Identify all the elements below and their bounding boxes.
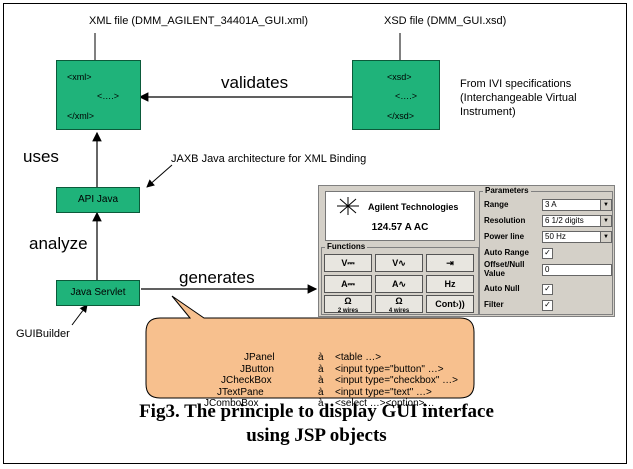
html-tag: <input type="checkbox" …>: [335, 375, 459, 386]
xml-open-tag: <xml>: [67, 72, 92, 82]
resolution-label: Resolution: [484, 216, 526, 225]
range-label: Range: [484, 200, 509, 209]
uses-label: uses: [23, 147, 59, 166]
java-class: JPanel: [244, 352, 275, 363]
filter-checkbox[interactable]: ✓: [542, 300, 553, 311]
diode-button[interactable]: ⇥: [426, 254, 474, 272]
xml-close-tag: </xml>: [67, 111, 95, 121]
xsd-file-label: XSD file (DMM_GUI.xsd): [384, 15, 507, 27]
java-class: JTextPane: [217, 386, 264, 398]
xml-body-tag: <….>: [97, 91, 120, 101]
ivi-note-line-3: Instrument): [460, 106, 516, 118]
agilent-spark-icon: [337, 197, 359, 215]
xsd-open-tag: <xsd>: [387, 72, 412, 82]
ivi-note-line-2: (Interchangeable Virtual: [460, 92, 577, 104]
parameters-title: Parameters: [483, 186, 531, 195]
autonull-label: Auto Null: [484, 284, 520, 293]
ohms-4wire-button[interactable]: Ω 4 wires: [375, 295, 423, 314]
range-select[interactable]: 3 A ▼: [542, 199, 612, 211]
ohms-4wire-symbol: Ω: [395, 296, 403, 306]
offset-label: Offset/Null Value: [484, 260, 525, 278]
mapping-arrow: à: [318, 352, 324, 363]
autorange-checkbox[interactable]: ✓: [542, 248, 553, 259]
resolution-chevron-down-icon[interactable]: ▼: [600, 216, 611, 226]
xsd-box: <xsd> <….> </xsd>: [352, 60, 440, 130]
functions-title: Functions: [325, 242, 368, 251]
guibuilder-label: GUIBuilder: [16, 328, 70, 340]
resolution-value: 6 1/2 digits: [545, 216, 584, 225]
java-class: JComboBox: [204, 398, 259, 409]
mapping-arrow: à: [318, 375, 324, 386]
java-class: JButton: [240, 363, 274, 375]
continuity-button[interactable]: Cont›)): [426, 295, 474, 313]
frequency-button[interactable]: Hz: [426, 275, 474, 293]
ivi-note-line-1: From IVI specifications: [460, 78, 572, 90]
caption-line-2: using JSP objects: [246, 425, 387, 446]
html-tag: <table …>: [335, 352, 382, 363]
analyze-label: analyze: [29, 234, 88, 253]
dc-amps-button[interactable]: A⎓: [324, 275, 372, 293]
filter-label: Filter: [484, 300, 504, 309]
measurement-reading: 124.57 A AC: [371, 222, 429, 233]
xsd-close-tag: </xsd>: [387, 111, 415, 121]
ac-volts-button[interactable]: V∿: [375, 254, 423, 272]
java-class: JCheckBox: [221, 375, 272, 386]
html-tag: <select …><option>…: [335, 398, 435, 409]
autonull-checkbox[interactable]: ✓: [542, 284, 553, 295]
resolution-select[interactable]: 6 1/2 digits ▼: [542, 215, 612, 227]
brand-label: Agilent Technologies: [368, 202, 459, 212]
callout-bubble: [145, 295, 475, 399]
figure-caption: Fig3. The principle to display GUI inter…: [0, 400, 633, 448]
validates-label: validates: [221, 73, 289, 92]
powerline-value: 50 Hz: [545, 232, 566, 241]
xml-box: <xml> <….> </xml>: [56, 60, 141, 130]
range-chevron-down-icon[interactable]: ▼: [600, 200, 611, 210]
dmm-display: Agilent Technologies 124.57 A AC: [325, 191, 475, 241]
java-servlet-label: Java Servlet: [70, 287, 126, 298]
caption-line-1: Fig3. The principle to display GUI inter…: [139, 401, 494, 422]
api-java-box: API Java: [56, 187, 140, 213]
ohms-2wire-button[interactable]: Ω 2 wires: [324, 295, 372, 314]
functions-group: [321, 247, 479, 315]
powerline-label: Power line: [484, 232, 525, 241]
figure-frame: [3, 3, 627, 464]
html-tag: <input type="text" …>: [335, 386, 432, 398]
powerline-select[interactable]: 50 Hz ▼: [542, 231, 612, 243]
jaxb-arrow: [146, 164, 173, 188]
api-java-label: API Java: [77, 194, 119, 205]
ohms-4wire-sub: 4 wires: [388, 308, 410, 314]
ohms-2wire-sub: 2 wires: [337, 308, 359, 314]
powerline-chevron-down-icon[interactable]: ▼: [600, 232, 611, 242]
java-servlet-box: Java Servlet: [56, 280, 140, 306]
mapping-arrow: à: [318, 386, 324, 398]
dc-volts-button[interactable]: V⎓: [324, 254, 372, 272]
jaxb-note: JAXB Java architecture for XML Binding: [171, 153, 367, 165]
ivi-note: From IVI specifications (Interchangeable…: [460, 77, 577, 119]
mapping-arrow: à: [318, 363, 324, 375]
ac-amps-button[interactable]: A∿: [375, 275, 423, 293]
autorange-label: Auto Range: [484, 248, 529, 257]
mapping-arrow: à: [318, 398, 324, 409]
xml-file-label: XML file (DMM_AGILENT_34401A_GUI.xml): [89, 15, 309, 27]
dmm-instrument-panel: Agilent Technologies 124.57 A AC Functio…: [318, 185, 615, 317]
offset-input[interactable]: 0: [542, 264, 612, 276]
html-tag: <input type="button" …>: [335, 363, 444, 375]
range-value: 3 A: [545, 200, 557, 209]
parameters-group: Range 3 A ▼ Resolution 6 1/2 digits ▼ Powe…: [479, 191, 613, 315]
xsd-body-tag: <….>: [395, 91, 418, 101]
generates-label: generates: [179, 268, 255, 287]
guibuilder-arrow: [71, 304, 88, 326]
ohms-2wire-symbol: Ω: [344, 296, 352, 306]
